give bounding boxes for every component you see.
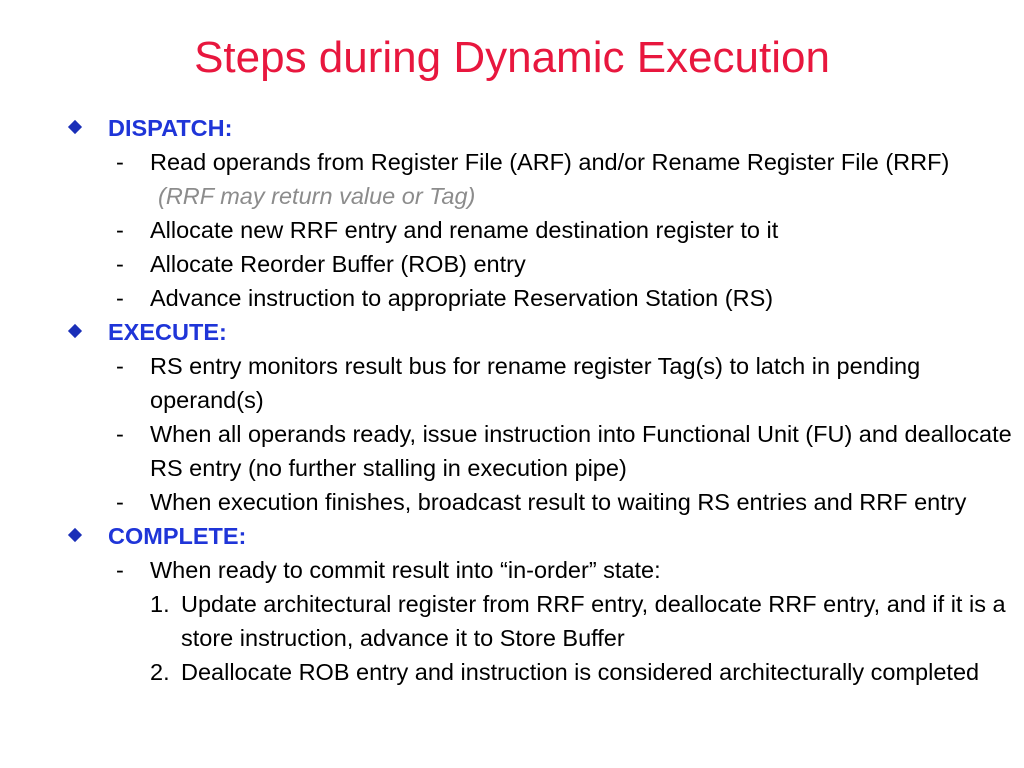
list-item: - Allocate Reorder Buffer (ROB) entry [66, 247, 1016, 281]
list-item: - RS entry monitors result bus for renam… [66, 349, 1016, 417]
subitem-text: Update architectural register from RRF e… [181, 591, 1006, 651]
list-item: - When ready to commit result into “in-o… [66, 553, 1016, 587]
dash-bullet: - [116, 251, 124, 277]
diamond-bullet-icon [67, 323, 83, 339]
list-item-text: When all operands ready, issue instructi… [150, 421, 1012, 481]
slide-title: Steps during Dynamic Execution [194, 33, 830, 82]
numbered-subitem: 2. Deallocate ROB entry and instruction … [66, 655, 1016, 689]
dash-bullet: - [116, 421, 124, 447]
list-item-text: Allocate Reorder Buffer (ROB) entry [150, 251, 526, 277]
list-item: - When all operands ready, issue instruc… [66, 417, 1016, 485]
dash-bullet: - [116, 353, 124, 379]
list-item: - When execution finishes, broadcast res… [66, 485, 1016, 519]
list-item-text: When execution finishes, broadcast resul… [150, 489, 967, 515]
list-item-text: RS entry monitors result bus for rename … [150, 353, 921, 413]
section-heading-label: EXECUTE: [108, 319, 227, 345]
list-item-text: Allocate new RRF entry and rename destin… [150, 217, 779, 243]
section-heading-label: COMPLETE: [108, 523, 247, 549]
dash-bullet: - [116, 149, 124, 175]
section-heading-dispatch: DISPATCH: [66, 111, 1016, 145]
diamond-bullet-icon [67, 119, 83, 135]
dash-bullet: - [116, 489, 124, 515]
numbered-subitem: 1. Update architectural register from RR… [66, 587, 1016, 655]
dash-bullet: - [116, 285, 124, 311]
subitem-number: 2. [150, 659, 170, 685]
list-item-note: (RRF may return value or Tag) [158, 183, 476, 209]
slide-body: DISPATCH: - Read operands from Register … [66, 111, 1016, 689]
list-item: - Allocate new RRF entry and rename dest… [66, 213, 1016, 247]
list-item-text: When ready to commit result into “in-ord… [150, 557, 661, 583]
subitem-number: 1. [150, 591, 170, 617]
list-item: - Read operands from Register File (ARF)… [66, 145, 1016, 213]
list-item: - Advance instruction to appropriate Res… [66, 281, 1016, 315]
section-heading-complete: COMPLETE: [66, 519, 1016, 553]
subitem-text: Deallocate ROB entry and instruction is … [181, 659, 980, 685]
list-item-text: Read operands from Register File (ARF) a… [150, 149, 950, 175]
section-heading-label: DISPATCH: [108, 115, 233, 141]
dash-bullet: - [116, 217, 124, 243]
dash-bullet: - [116, 557, 124, 583]
list-item-text: Advance instruction to appropriate Reser… [150, 285, 774, 311]
section-heading-execute: EXECUTE: [66, 315, 1016, 349]
diamond-bullet-icon [67, 527, 83, 543]
